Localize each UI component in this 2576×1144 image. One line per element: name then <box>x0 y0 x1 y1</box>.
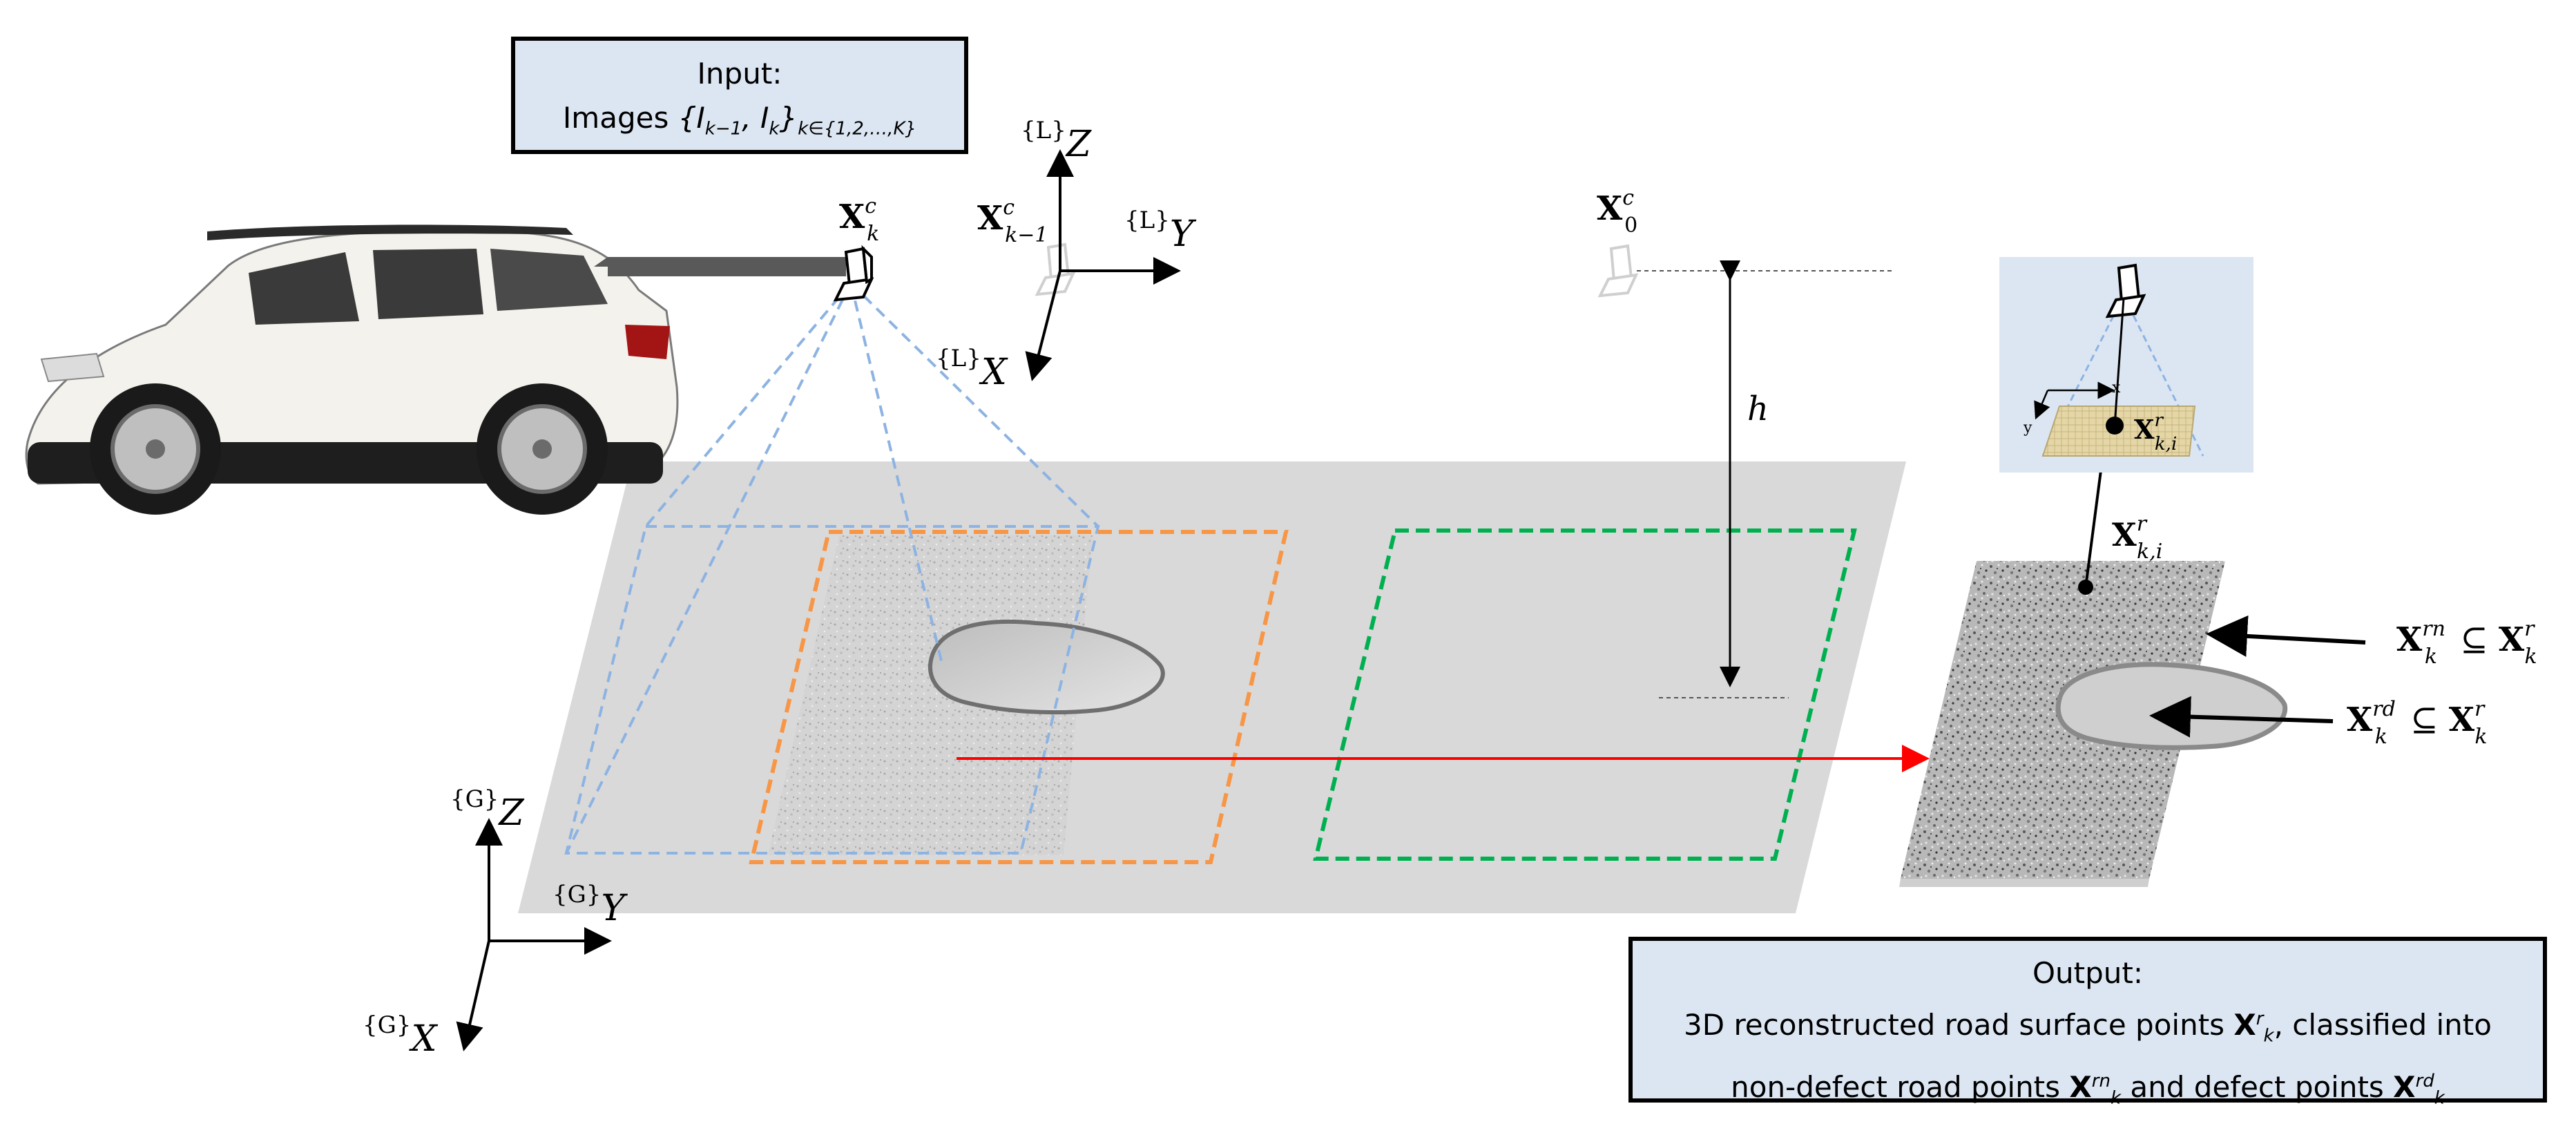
camera-k-icon <box>833 245 874 302</box>
label-G-X: {G}X <box>363 1011 438 1060</box>
camera-frustum <box>564 282 1100 855</box>
input-box: Input: Images {Ik−1, Ik}k∈{1,2,…,K} <box>511 37 968 154</box>
car-image <box>25 225 679 515</box>
orange-footprint <box>749 530 1289 864</box>
global-frame-axes <box>456 818 612 1051</box>
inset-camera-icon <box>2105 263 2146 318</box>
label-inset-x: x <box>2112 379 2121 397</box>
surface-point <box>2078 580 2093 595</box>
output-box: Output: 3D reconstructed road surface po… <box>1628 937 2547 1109</box>
captured-image-patch <box>768 535 1093 855</box>
road-pothole <box>928 619 1165 715</box>
label-L-X: {L}X <box>936 345 1008 393</box>
output-description-line2: non-defect road points Xrnk and defect p… <box>1731 1070 2445 1109</box>
label-L-Y: {L}Y <box>1124 207 1197 255</box>
inset-axes <box>2034 381 2115 420</box>
reconstructed-defect <box>2055 662 2288 750</box>
label-G-Z: {G}Z <box>450 785 524 834</box>
label-h: h <box>1747 390 1769 428</box>
local-frame-axes <box>1025 149 1181 381</box>
camera-mount-arm <box>608 257 846 276</box>
non-defect-pointer <box>2206 615 2366 657</box>
label-G-Y: {G}Y <box>552 881 628 929</box>
input-title: Input: <box>697 57 782 90</box>
defect-pointer <box>2149 696 2334 738</box>
input-images-line: Images {Ik−1, Ik}k∈{1,2,…,K} <box>562 101 917 140</box>
label-inset-y: y <box>2023 419 2032 437</box>
inset-point <box>2106 417 2124 435</box>
camera-0-icon <box>1597 244 1639 298</box>
output-title: Output: <box>2032 956 2144 990</box>
label-L-Z: {L}Z <box>1021 117 1092 165</box>
output-description-line1: 3D reconstructed road surface points Xrk… <box>1684 1008 2492 1047</box>
green-footprint <box>1313 528 1857 861</box>
